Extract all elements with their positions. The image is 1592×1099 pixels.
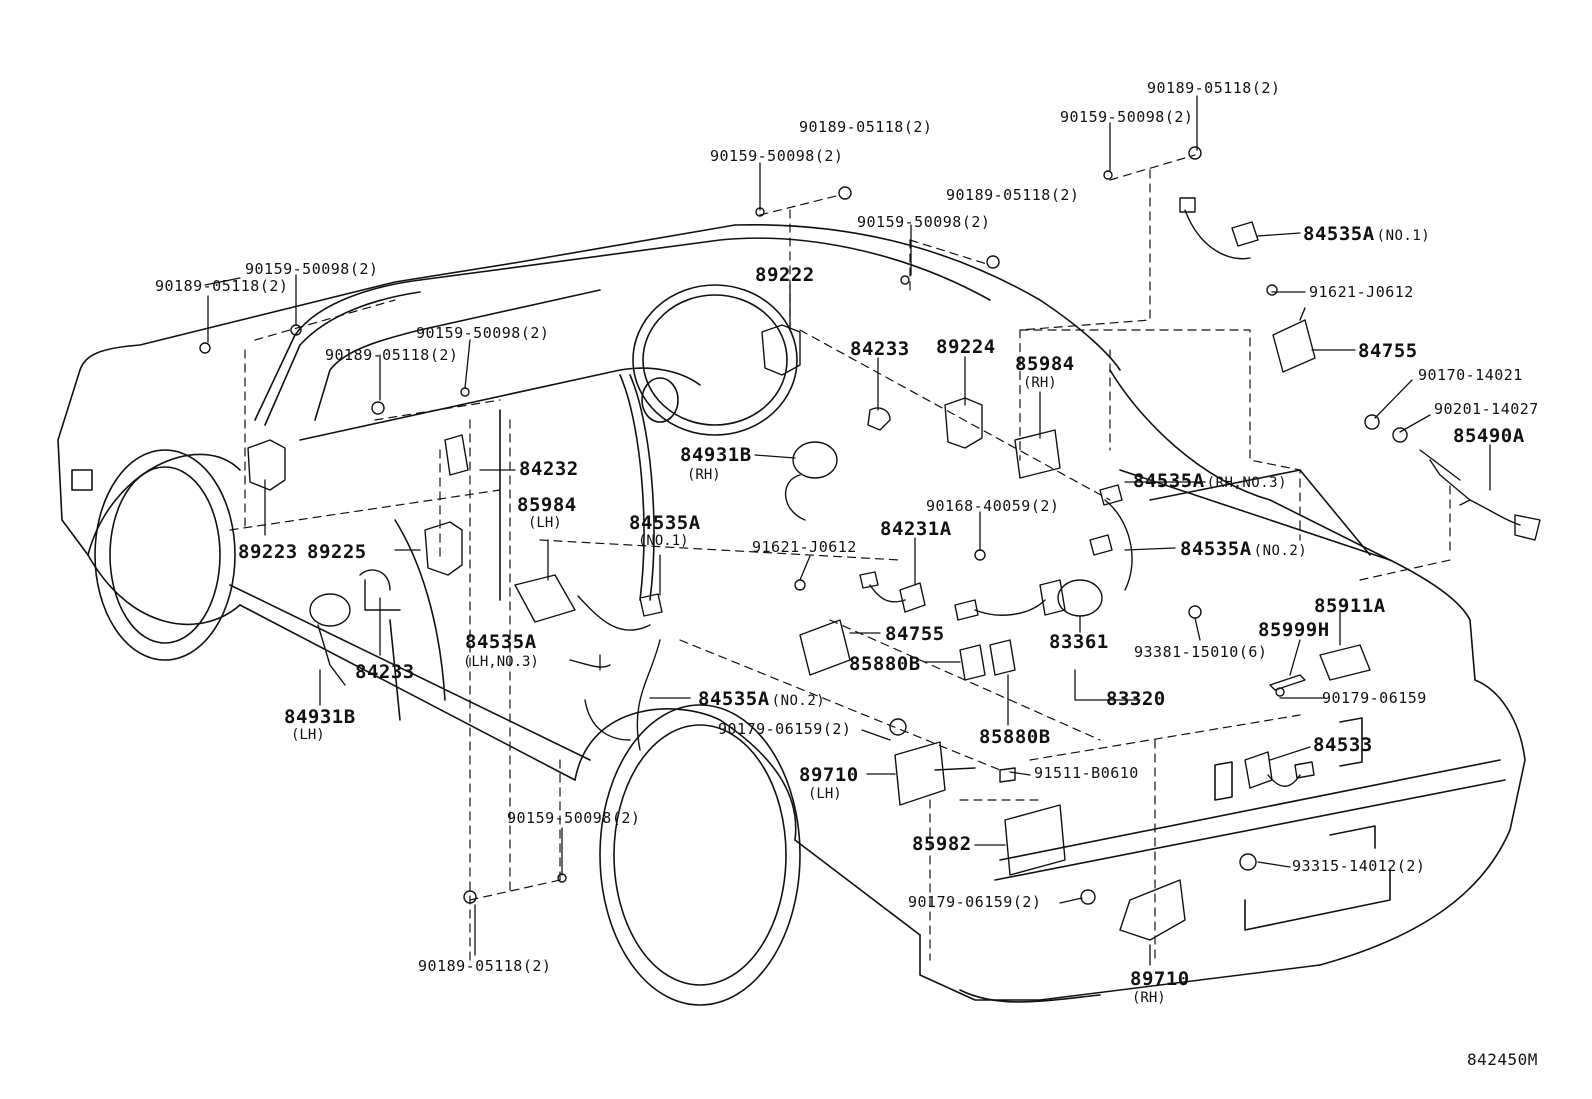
callout-84231a: 84231A <box>880 518 952 540</box>
callout-83320: 83320 <box>1106 688 1166 710</box>
callout-84535a-no1-left-side: (NO.1) <box>638 533 689 549</box>
callout-85984-rh: 85984 <box>1015 353 1075 375</box>
callout-93315-14012: 93315-14012(2) <box>1292 857 1426 875</box>
callout-90201-14027: 90201-14027 <box>1434 400 1539 418</box>
callout-89222: 89222 <box>755 264 815 286</box>
callout-93381-15010: 93381-15010(6) <box>1134 643 1268 661</box>
callout-90159-50098-center: 90159-50098(2) <box>857 213 991 231</box>
callout-89710-lh: 89710 <box>799 764 859 786</box>
callout-89710-lh-side: (LH) <box>808 786 842 802</box>
callout-90189-05118-top-right: 90189-05118(2) <box>1147 79 1281 97</box>
callout-85880b-upper: 85880B <box>849 653 921 675</box>
car-body <box>57 223 1526 1006</box>
callout-89223: 89223 <box>238 541 298 563</box>
callout-84931b-rh: 84931B <box>680 444 752 466</box>
callout-90168-40059: 90168-40059(2) <box>926 497 1060 515</box>
callout-90179-06159-right: 90179-06159 <box>1322 689 1427 707</box>
callout-90170-14021: 90170-14021 <box>1418 366 1523 384</box>
callout-90159-50098-top-right: 90159-50098(2) <box>1060 108 1194 126</box>
callout-85880b-lower: 85880B <box>979 726 1051 748</box>
callout-84755-center: 84755 <box>885 623 945 645</box>
callout-90159-50098-left-mid: 90159-50098(2) <box>416 324 550 342</box>
callout-91511-b0610: 91511-B0610 <box>1034 764 1139 782</box>
callout-91621-j0612-center: 91621-J0612 <box>752 538 857 556</box>
components <box>199 146 1541 941</box>
callout-90189-05118-center: 90189-05118(2) <box>946 186 1080 204</box>
callout-85984-rh-side: (RH) <box>1023 375 1057 391</box>
callout-84535a-no2-left: 84535A(NO.2) <box>698 688 826 710</box>
callout-85984-lh-side: (LH) <box>528 515 562 531</box>
diagram-id: 842450M <box>1467 1050 1538 1069</box>
callout-90159-50098-left-top: 90159-50098(2) <box>245 260 379 278</box>
callout-84535a-no2-right: 84535A(NO.2) <box>1180 538 1308 560</box>
callout-90159-50098-bottom: 90159-50098(2) <box>507 809 641 827</box>
callout-89225: 89225 <box>307 541 367 563</box>
callout-84232: 84232 <box>519 458 579 480</box>
callout-85984-lh: 85984 <box>517 494 577 516</box>
callout-84535a-no1-left: 84535A <box>629 512 701 534</box>
callout-90189-05118-left-mid: 90189-05118(2) <box>325 346 459 364</box>
callout-90189-05118-top-center: 90189-05118(2) <box>799 118 933 136</box>
callout-90179-06159-left: 90179-06159(2) <box>718 720 852 738</box>
callout-85982: 85982 <box>912 833 972 855</box>
dashed-reference-lines <box>229 154 1451 961</box>
callout-84535a-no1-right: 84535A(NO.1) <box>1303 223 1431 245</box>
callout-91621-j0612-right: 91621-J0612 <box>1309 283 1414 301</box>
callout-90179-06159-bottom: 90179-06159(2) <box>908 893 1042 911</box>
callout-84931b-lh: 84931B <box>284 706 356 728</box>
callout-84755-right: 84755 <box>1358 340 1418 362</box>
callout-89710-rh-side: (RH) <box>1132 990 1166 1006</box>
callout-84233-upper: 84233 <box>850 338 910 360</box>
callout-84535a-lh-no3: 84535A <box>465 631 537 653</box>
callout-84535a-lh-no3-side: (LH,NO.3) <box>463 654 539 670</box>
callout-90189-05118-bottom: 90189-05118(2) <box>418 957 552 975</box>
callout-85911a: 85911A <box>1314 595 1386 617</box>
callout-84931b-lh-side: (LH) <box>291 727 325 743</box>
callout-90189-05118-left-top: 90189-05118(2) <box>155 277 289 295</box>
leader-lines <box>204 95 1491 966</box>
callout-85999h: 85999H <box>1258 619 1330 641</box>
callout-89224: 89224 <box>936 336 996 358</box>
callout-85490a: 85490A <box>1453 425 1525 447</box>
callout-84533: 84533 <box>1313 734 1373 756</box>
callout-89710-rh: 89710 <box>1130 968 1190 990</box>
callout-90159-50098-top-center: 90159-50098(2) <box>710 147 844 165</box>
callout-84931b-rh-side: (RH) <box>687 467 721 483</box>
callout-84233-lower: 84233 <box>355 661 415 683</box>
callout-83361: 83361 <box>1049 631 1109 653</box>
callout-84535a-rh-no3: 84535A(RH,NO.3) <box>1133 470 1287 492</box>
